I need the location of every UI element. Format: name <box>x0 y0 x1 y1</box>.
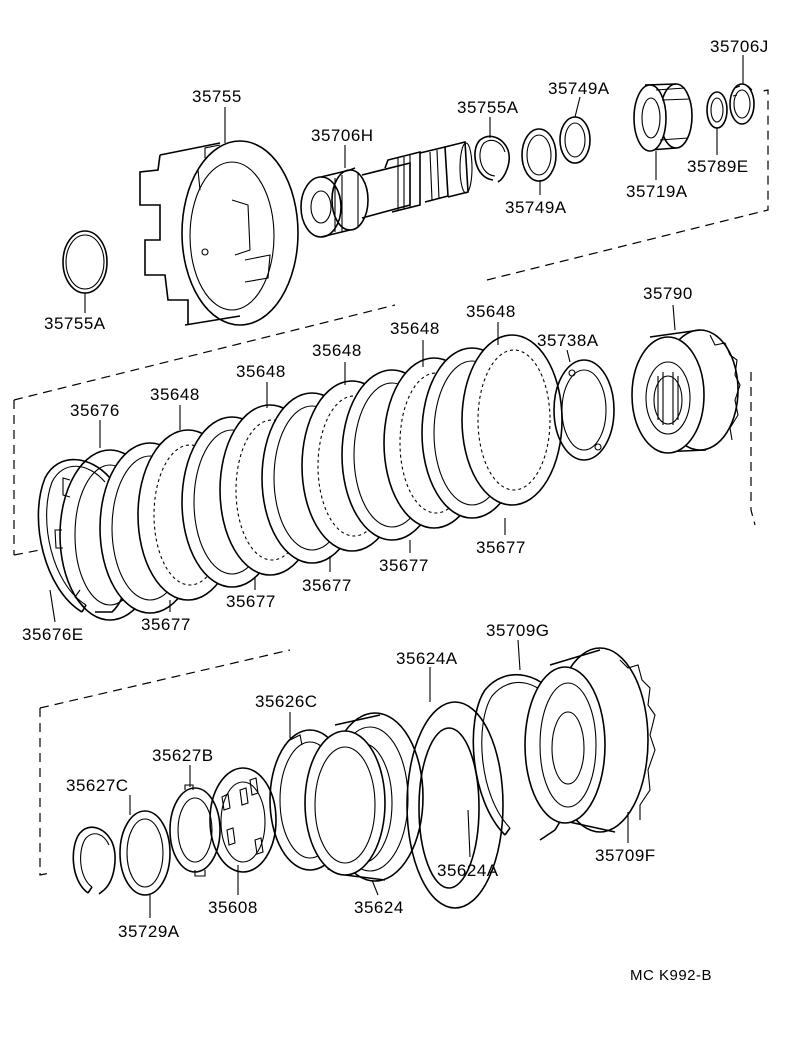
label-35709G: 35709G <box>486 621 550 640</box>
part-35706H-shaft <box>300 140 473 238</box>
leader-lines <box>49 55 744 918</box>
part-35729A-washer <box>119 810 171 896</box>
label-35677-b: 35677 <box>226 592 276 611</box>
part-35755-clutch-drum <box>139 140 299 326</box>
part-35749A-washer-b <box>559 116 591 164</box>
label-35790: 35790 <box>643 284 693 303</box>
label-35624A-top: 35624A <box>396 649 458 668</box>
label-35755A-left: 35755A <box>44 314 106 333</box>
label-35709F: 35709F <box>595 846 656 865</box>
label-35677-a: 35677 <box>141 615 191 634</box>
part-35738A-plate <box>553 359 615 461</box>
label-35676: 35676 <box>70 401 120 420</box>
label-35755: 35755 <box>192 87 242 106</box>
label-35627C: 35627C <box>66 776 129 795</box>
label-35755A-top: 35755A <box>457 98 519 117</box>
part-35790-hub <box>631 329 741 454</box>
part-35627C-snap-ring <box>72 826 116 895</box>
part-35627B-retainer <box>169 784 221 877</box>
part-35749A-washer-a <box>521 128 557 182</box>
label-35624A-bottom: 35624A <box>437 861 499 880</box>
label-35676E: 35676E <box>22 625 84 644</box>
label-35626C: 35626C <box>255 692 318 711</box>
label-35749A-top: 35749A <box>548 79 610 98</box>
label-35648-b: 35648 <box>236 362 286 381</box>
part-35624A-seal-b <box>418 727 480 889</box>
part-35608-spring-retainer <box>209 767 277 873</box>
label-35677-c: 35677 <box>302 576 352 595</box>
part-35719A-bearing <box>633 83 693 152</box>
label-35677-e: 35677 <box>476 538 526 557</box>
part-35755A-snap-ring <box>62 230 108 294</box>
part-35755A-snap-ring-top <box>474 135 510 183</box>
label-35749A-bottom: 35749A <box>505 198 567 217</box>
label-35648-e: 35648 <box>466 302 516 321</box>
part-35624-piston <box>304 712 424 882</box>
part-35624A-seal-a <box>406 701 504 909</box>
label-35738A: 35738A <box>537 331 599 350</box>
label-35608: 35608 <box>208 898 258 917</box>
label-35719A: 35719A <box>626 182 688 201</box>
label-35624: 35624 <box>354 898 404 917</box>
label-35677-d: 35677 <box>379 556 429 575</box>
label-35648-a: 35648 <box>150 385 200 404</box>
label-35706H: 35706H <box>311 126 374 145</box>
diagram-code: MC K992-B <box>630 967 712 984</box>
label-35627B: 35627B <box>152 746 214 765</box>
label-35706J: 35706J <box>710 37 769 56</box>
part-35706J-bearing <box>729 83 755 125</box>
part-labels: 35706J 35755 35749A 35755A 35706H 35789E… <box>22 37 769 984</box>
label-35648-c: 35648 <box>312 341 362 360</box>
group-boundaries <box>13 89 769 876</box>
label-35729A: 35729A <box>118 922 180 941</box>
part-35709F-drum <box>524 647 656 833</box>
label-35648-d: 35648 <box>390 319 440 338</box>
part-35789E-washer <box>706 91 728 129</box>
part-35648-disc-5 <box>461 334 563 506</box>
label-35789E: 35789E <box>687 157 749 176</box>
